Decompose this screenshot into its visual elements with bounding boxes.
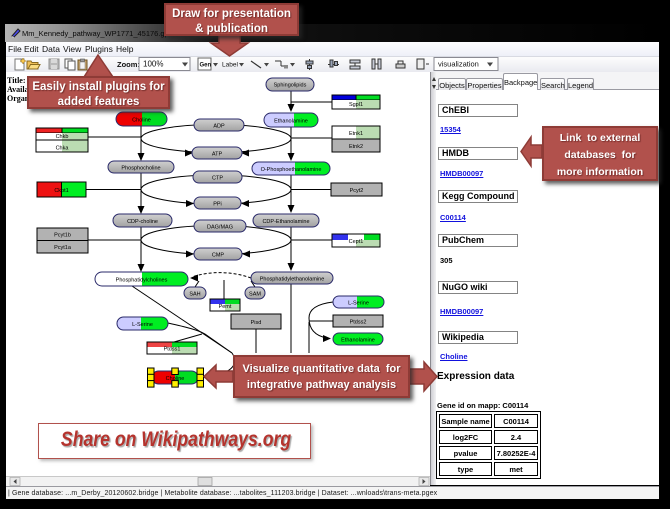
- svg-text:Ethanolamine: Ethanolamine: [341, 338, 375, 344]
- svg-text:100%: 100%: [143, 60, 163, 69]
- svg-text:Organis: Organis: [7, 94, 35, 103]
- svg-text:Ckpt1: Ckpt1: [54, 188, 68, 194]
- svg-text:Pcyt1a: Pcyt1a: [54, 245, 72, 251]
- svg-text:ATP: ATP: [212, 152, 223, 158]
- svg-text:Chka: Chka: [56, 146, 70, 152]
- svg-text:Zoom:: Zoom:: [117, 60, 140, 69]
- svg-text:Phosphatidylethanolamine: Phosphatidylethanolamine: [260, 277, 325, 283]
- svg-text:Pisd: Pisd: [251, 320, 262, 326]
- svg-text:CDP-Ethanolamine: CDP-Ethanolamine: [262, 219, 309, 225]
- svg-text:Sgpl1: Sgpl1: [349, 102, 363, 108]
- svg-text:Phosphatidylcholines: Phosphatidylcholines: [116, 278, 168, 284]
- svg-text:Choline: Choline: [166, 376, 185, 382]
- svg-text:PPi: PPi: [213, 202, 222, 208]
- svg-text:Sphingolipids: Sphingolipids: [274, 83, 307, 89]
- svg-text:Choline: Choline: [132, 118, 151, 124]
- svg-text:Etnk2: Etnk2: [349, 144, 363, 150]
- svg-text:L-Serine: L-Serine: [348, 301, 369, 307]
- svg-text:Pemt: Pemt: [219, 304, 232, 310]
- svg-text:CMP: CMP: [212, 253, 225, 259]
- svg-text:Phosphocholine: Phosphocholine: [121, 166, 160, 172]
- svg-text:L-Serine: L-Serine: [132, 322, 153, 328]
- svg-text:CTP: CTP: [212, 176, 223, 182]
- svg-text:SAH: SAH: [189, 292, 200, 298]
- svg-text:Gen: Gen: [200, 63, 212, 69]
- svg-text:CDP-choline: CDP-choline: [127, 219, 158, 225]
- svg-text:O-Phosphoethanolamine: O-Phosphoethanolamine: [261, 167, 322, 173]
- svg-text:Ptdss1: Ptdss1: [164, 347, 181, 353]
- svg-text:DAG/MAG: DAG/MAG: [207, 225, 233, 231]
- svg-text:Title:: Title:: [7, 76, 26, 85]
- svg-text:Chkb: Chkb: [56, 134, 69, 140]
- svg-text:Label: Label: [222, 62, 238, 69]
- svg-text:Pcyt1b: Pcyt1b: [54, 233, 71, 239]
- svg-text:visualization: visualization: [438, 60, 479, 69]
- svg-text:Availab: Availab: [7, 85, 34, 94]
- svg-text:Etnk1: Etnk1: [349, 131, 363, 137]
- svg-text:Pcyt2: Pcyt2: [350, 188, 364, 194]
- svg-text:ADP: ADP: [213, 124, 225, 130]
- svg-text:SAM: SAM: [249, 292, 261, 298]
- svg-text:Ptdss2: Ptdss2: [350, 320, 367, 326]
- svg-text:Ethanolamine: Ethanolamine: [274, 119, 308, 125]
- svg-text:Cept1: Cept1: [349, 239, 364, 245]
